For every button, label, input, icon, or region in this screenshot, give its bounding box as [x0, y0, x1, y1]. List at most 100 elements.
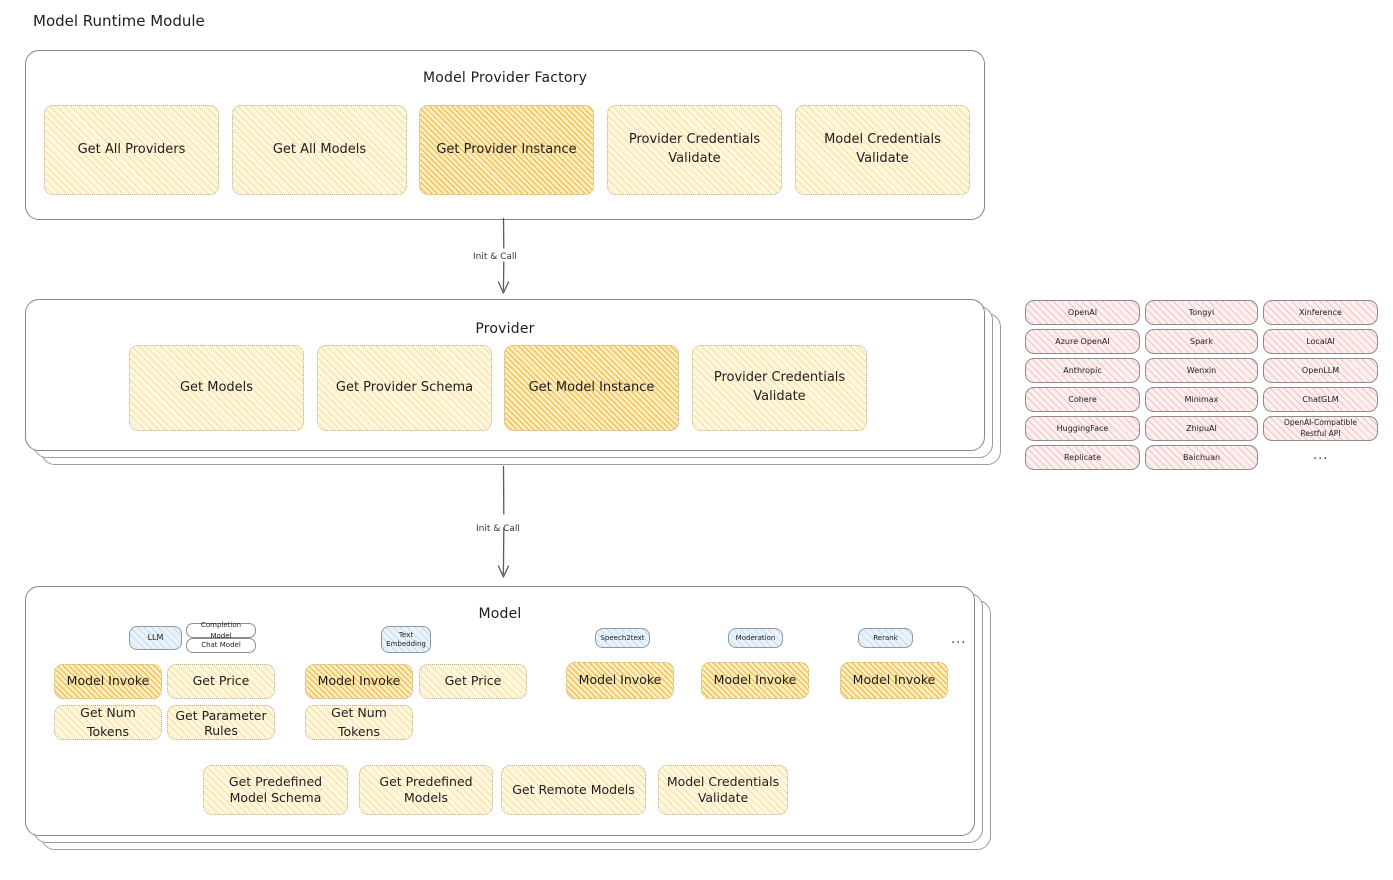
model-method-llm-get-parameter-rules[interactable]: Get Parameter Rules	[167, 705, 275, 740]
chip-label: Replicate	[1063, 452, 1101, 462]
node-label: Get All Models	[272, 141, 367, 157]
model-method-embedding-get-num-tokens[interactable]: Get Num Tokens	[305, 705, 413, 740]
provider-node-get-model-instance[interactable]: Get Model Instance	[504, 345, 679, 431]
provider-chip-replicate[interactable]: Replicate	[1025, 445, 1140, 470]
node-label: Provider Credentials Validate	[628, 132, 761, 166]
node-label: Get Remote Models	[512, 782, 635, 798]
model-method-rerank-model-invoke[interactable]: Model Invoke	[840, 662, 948, 699]
model-type-badge-text-embedding[interactable]: Text Embedding	[381, 626, 431, 653]
node-label: Get All Providers	[77, 141, 186, 157]
factory-node-provider-credentials-validate[interactable]: Provider Credentials Validate	[607, 105, 782, 195]
provider-chip-baichuan[interactable]: Baichuan	[1145, 445, 1258, 470]
model-method-llm-get-price[interactable]: Get Price	[167, 664, 275, 699]
chip-label: HuggingFace	[1056, 423, 1109, 433]
provider-chip-chatglm[interactable]: ChatGLM	[1263, 387, 1378, 412]
connector-2-label: Init & Call	[476, 524, 520, 534]
model-method-llm-get-num-tokens[interactable]: Get Num Tokens	[54, 705, 162, 740]
chip-label: OpenAI	[1067, 307, 1098, 317]
node-label: Provider Credentials Validate	[713, 370, 846, 404]
node-label: Get Price	[444, 673, 502, 689]
node-label: Model Invoke	[852, 672, 936, 688]
provider-chip-huggingface[interactable]: HuggingFace	[1025, 416, 1140, 441]
model-common-model-credentials-validate[interactable]: Model Credentials Validate	[658, 765, 788, 815]
chip-label: Cohere	[1068, 394, 1097, 404]
chip-label: OpenAI-Compatible Restful API	[1283, 417, 1358, 438]
model-method-speech2text-model-invoke[interactable]: Model Invoke	[566, 662, 674, 699]
chip-label: Wenxin	[1186, 365, 1217, 375]
node-label: Get Model Instance	[528, 379, 655, 395]
model-sub-badge-chat-model[interactable]: Chat Model	[186, 638, 256, 653]
provider-chip-openllm[interactable]: OpenLLM	[1263, 358, 1378, 383]
model-types-more: ...	[951, 632, 967, 647]
node-label: Model Invoke	[713, 672, 797, 688]
factory-node-get-provider-instance[interactable]: Get Provider Instance	[419, 105, 594, 195]
provider-chip-azure-openai[interactable]: Azure OpenAI	[1025, 329, 1140, 354]
connector-provider-to-model	[497, 466, 510, 578]
model-type-badge-llm[interactable]: LLM	[129, 626, 182, 650]
provider-chip-spark[interactable]: Spark	[1145, 329, 1258, 354]
node-label: Model Invoke	[317, 673, 401, 689]
node-label: Get Num Tokens	[331, 705, 387, 739]
provider-chip-openai[interactable]: OpenAI	[1025, 300, 1140, 325]
model-method-embedding-model-invoke[interactable]: Model Invoke	[305, 664, 413, 699]
connector-1-label: Init & Call	[473, 252, 517, 262]
chip-label: ChatGLM	[1302, 394, 1339, 404]
provider-chip-minimax[interactable]: Minimax	[1145, 387, 1258, 412]
node-label: Get Price	[192, 673, 250, 689]
chip-label: Tongyi	[1188, 307, 1215, 317]
model-type-badge-speech2text[interactable]: Speech2text	[595, 628, 650, 648]
node-label: Model Credentials Validate	[824, 132, 941, 166]
model-method-llm-model-invoke[interactable]: Model Invoke	[54, 664, 162, 699]
model-type-badge-rerank[interactable]: Rerank	[858, 628, 913, 648]
badge-label: Rerank	[873, 633, 898, 642]
node-label: Get Predefined Models	[379, 774, 473, 805]
page-title: Model Runtime Module	[33, 12, 205, 30]
node-label: Model Credentials Validate	[666, 774, 780, 805]
badge-label: Moderation	[735, 633, 776, 642]
node-label: Get Provider Schema	[335, 379, 474, 395]
factory-title: Model Provider Factory	[422, 70, 588, 86]
model-sub-badge-completion-model[interactable]: Completion Model	[186, 621, 256, 640]
model-common-get-predefined-model-schema[interactable]: Get Predefined Model Schema	[203, 765, 348, 815]
model-common-get-remote-models[interactable]: Get Remote Models	[501, 765, 646, 815]
chip-label: Minimax	[1184, 394, 1219, 404]
provider-chip-anthropic[interactable]: Anthropic	[1025, 358, 1140, 383]
provider-chip-cohere[interactable]: Cohere	[1025, 387, 1140, 412]
chip-label: Spark	[1190, 336, 1213, 346]
node-label: Model Invoke	[66, 673, 150, 689]
factory-node-get-all-providers[interactable]: Get All Providers	[44, 105, 219, 195]
chip-label: LocalAI	[1306, 336, 1335, 346]
chip-label: Baichuan	[1182, 452, 1221, 462]
chip-label: Anthropic	[1063, 365, 1102, 375]
node-label: Get Num Tokens	[80, 705, 136, 739]
chip-label: OpenLLM	[1301, 365, 1340, 375]
badge-label: Text Embedding	[386, 630, 426, 648]
provider-chip-xinference[interactable]: Xinference	[1263, 300, 1378, 325]
model-method-embedding-get-price[interactable]: Get Price	[419, 664, 527, 699]
provider-chip-wenxin[interactable]: Wenxin	[1145, 358, 1258, 383]
chip-label: Xinference	[1299, 307, 1342, 317]
model-title: Model	[478, 606, 522, 622]
model-type-badge-moderation[interactable]: Moderation	[728, 628, 783, 648]
chip-label: ZhipuAI	[1186, 423, 1217, 433]
provider-chip-zhipuai[interactable]: ZhipuAI	[1145, 416, 1258, 441]
sub-badge-label: Completion Model	[200, 621, 242, 640]
factory-node-get-all-models[interactable]: Get All Models	[232, 105, 407, 195]
provider-chip-openai-compatible-restful-api[interactable]: OpenAI-Compatible Restful API	[1263, 416, 1378, 441]
model-common-get-predefined-models[interactable]: Get Predefined Models	[359, 765, 493, 815]
provider-chip-localai[interactable]: LocalAI	[1263, 329, 1378, 354]
factory-node-model-credentials-validate[interactable]: Model Credentials Validate	[795, 105, 970, 195]
node-label: Get Provider Instance	[436, 141, 577, 157]
provider-node-get-models[interactable]: Get Models	[129, 345, 304, 431]
badge-label: LLM	[147, 633, 164, 643]
provider-node-provider-credentials-validate[interactable]: Provider Credentials Validate	[692, 345, 867, 431]
provider-node-get-provider-schema[interactable]: Get Provider Schema	[317, 345, 492, 431]
connector-factory-to-provider	[497, 218, 510, 294]
node-label: Model Invoke	[578, 672, 662, 688]
node-label: Get Parameter Rules	[175, 707, 267, 738]
provider-list-more: ...	[1313, 448, 1329, 463]
sub-badge-label: Chat Model	[201, 641, 241, 650]
model-method-moderation-model-invoke[interactable]: Model Invoke	[701, 662, 809, 699]
provider-chip-tongyi[interactable]: Tongyi	[1145, 300, 1258, 325]
badge-label: Speech2text	[600, 633, 645, 642]
